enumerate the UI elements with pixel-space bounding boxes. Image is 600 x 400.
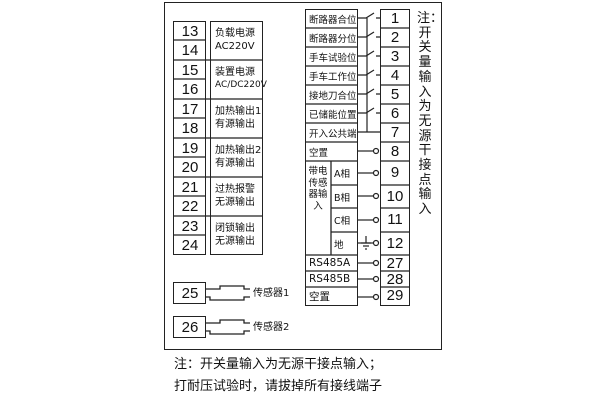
wiring-diagram-frame [164, 2, 442, 350]
input-terminal-number: 4 [390, 67, 400, 84]
input-label: 开入公共端 [309, 129, 357, 140]
terminal-number: 24 [181, 237, 199, 254]
comm-terminal-number: 28 [386, 271, 404, 288]
sensor-label: 传感器1 [253, 288, 290, 299]
input-terminal-number: 6 [390, 105, 400, 122]
sensor-terminal-number: 12 [386, 235, 404, 252]
terminal-number: 19 [181, 140, 199, 157]
ground-symbol [361, 236, 371, 250]
terminal-label: 有源输出 [215, 158, 255, 169]
terminal-label: 负载电源 [215, 28, 255, 39]
input-terminal-number: 8 [390, 143, 400, 160]
comm-terminal-number: 29 [386, 287, 404, 304]
terminal-label: 加热输出1 [215, 106, 262, 117]
terminal-number: 13 [181, 23, 199, 40]
terminal-label: 装置电源 [215, 67, 255, 78]
terminal-number: 22 [181, 198, 199, 215]
footer-note-2: 打耐压试验时，请拔掉所有接线端子 [174, 379, 383, 394]
input-terminal-number: 2 [390, 29, 400, 46]
sensor-terminal-26 [173, 316, 206, 338]
terminal-number: 14 [181, 42, 199, 59]
right-terminal-block [380, 9, 410, 306]
terminal-label: 过热报警 [215, 184, 255, 195]
right-label-block [305, 9, 358, 306]
input-label: 断路器分位 [309, 34, 357, 45]
terminal-label: 闭锁输出 [215, 223, 255, 234]
footer-note-1: 注：开关量输入为无源干接点输入； [174, 357, 383, 372]
sensor-terminal-number: 25 [181, 285, 199, 302]
input-terminal-number: 1 [390, 10, 400, 27]
comm-terminal-number: 27 [386, 255, 404, 272]
terminal-label: AC220V [215, 41, 255, 52]
input-label: 空置 [309, 148, 329, 159]
input-terminal-number: 3 [390, 48, 400, 65]
terminal-label: 有源输出 [215, 119, 255, 130]
terminal-number: 17 [181, 101, 199, 118]
terminal-label: 加热输出2 [215, 145, 262, 156]
input-label: 已储能位置 [309, 110, 357, 121]
input-label: 手车试验位 [309, 53, 357, 64]
sensor-terminal-25 [173, 282, 206, 304]
input-terminal-number: 7 [390, 124, 400, 141]
terminal-label: 无源输出 [215, 197, 255, 208]
sensor-phase-label: C相 [334, 216, 351, 227]
sensor-label: 传感器2 [253, 322, 290, 333]
side-note: 注：开关量输入为无源干接点输入 [417, 11, 444, 218]
sensor-terminal-number: 11 [387, 211, 403, 228]
sensor-terminal-number: 10 [386, 188, 404, 205]
terminal-label: 无源输出 [215, 236, 255, 247]
comm-label: RS485A [309, 257, 351, 269]
terminal-number: 18 [181, 120, 199, 137]
comm-label: 空置 [309, 291, 330, 303]
input-label: 断路器合位 [309, 15, 357, 26]
input-terminal-number: 5 [390, 86, 400, 103]
terminal-number: 20 [181, 159, 199, 176]
sensor-phase-label: 地 [334, 240, 344, 251]
sensor-terminal-number: 9 [390, 164, 400, 181]
sensor-phase-label: A相 [334, 169, 350, 180]
terminal-number: 15 [181, 62, 199, 79]
sensor-input-group-label: 带电传感器输入 [308, 166, 328, 212]
input-label: 手车工作位 [309, 72, 357, 83]
comm-label: RS485B [309, 273, 351, 285]
terminal-label: AC/DC220V [215, 80, 267, 90]
input-label: 接地刀合位 [309, 91, 357, 102]
sensor-terminal-number: 26 [181, 319, 199, 336]
sensor-phase-label: B相 [334, 193, 351, 204]
terminal-number: 23 [181, 218, 199, 235]
terminal-number: 21 [181, 179, 199, 196]
terminal-number: 16 [181, 81, 199, 98]
